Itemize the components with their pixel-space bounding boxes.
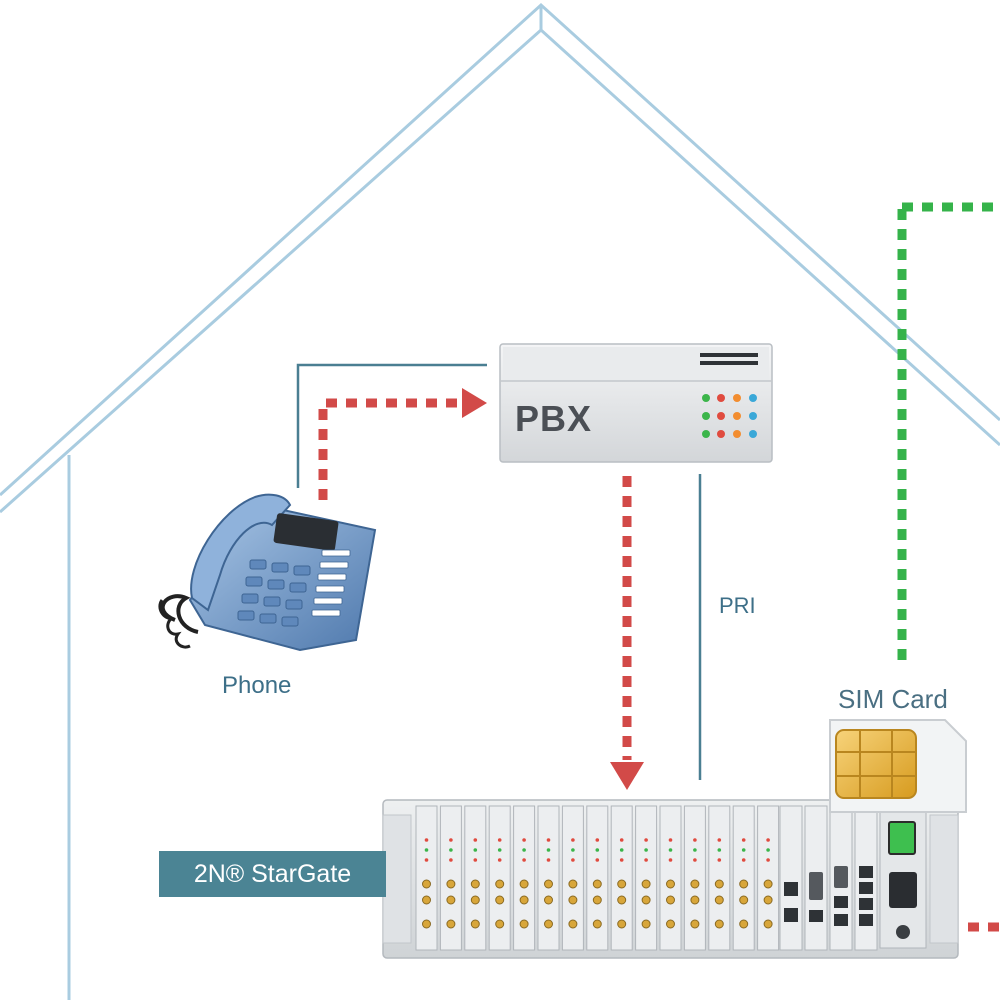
- gsm-module-slot: [513, 805, 536, 951]
- gsm-module-slot: [757, 805, 780, 951]
- pri-label: PRI: [719, 593, 756, 618]
- gsm-module-slot: [732, 805, 755, 951]
- arrowhead-to-pbx: [462, 388, 487, 418]
- gsm-module-slot: [537, 805, 560, 951]
- arrowhead-to-gateway: [610, 762, 644, 790]
- sim-card-label: SIM Card: [838, 684, 948, 714]
- pbx-status-leds: [702, 394, 757, 438]
- stargate-label: 2N® StarGate: [193, 860, 352, 888]
- pbx-label: PBX: [515, 398, 593, 439]
- voice-path-phone-to-pbx: [318, 398, 462, 500]
- power-module: [879, 811, 927, 949]
- stargate-label-box: 2N® StarGate: [159, 851, 386, 897]
- gsm-path: [897, 202, 1000, 660]
- gsm-module-slot: [415, 805, 438, 951]
- desk-phone-icon: [158, 493, 377, 652]
- gsm-module-slot: [586, 805, 609, 951]
- pbx-unit-icon: [499, 343, 773, 463]
- phone-label: Phone: [222, 672, 292, 699]
- gsm-module-slot: [439, 805, 462, 951]
- gsm-module-slot: [635, 805, 658, 951]
- gsm-module-slot: [561, 805, 584, 951]
- interface-modules: [779, 805, 878, 951]
- sim-card-icon: [829, 719, 967, 813]
- gsm-module-slots: [415, 805, 780, 951]
- gsm-module-slot: [708, 805, 731, 951]
- gsm-module-slot: [683, 805, 706, 951]
- gsm-module-slot: [610, 805, 633, 951]
- power-socket-icon: [889, 872, 917, 908]
- gsm-module-slot: [488, 805, 511, 951]
- gateway-rack-icon: [382, 799, 959, 959]
- power-button-icon: [896, 925, 910, 939]
- gsm-module-slot: [464, 805, 487, 951]
- phone-to-pbx-line: [296, 363, 487, 488]
- power-switch-icon: [888, 821, 916, 855]
- gsm-module-slot: [659, 805, 682, 951]
